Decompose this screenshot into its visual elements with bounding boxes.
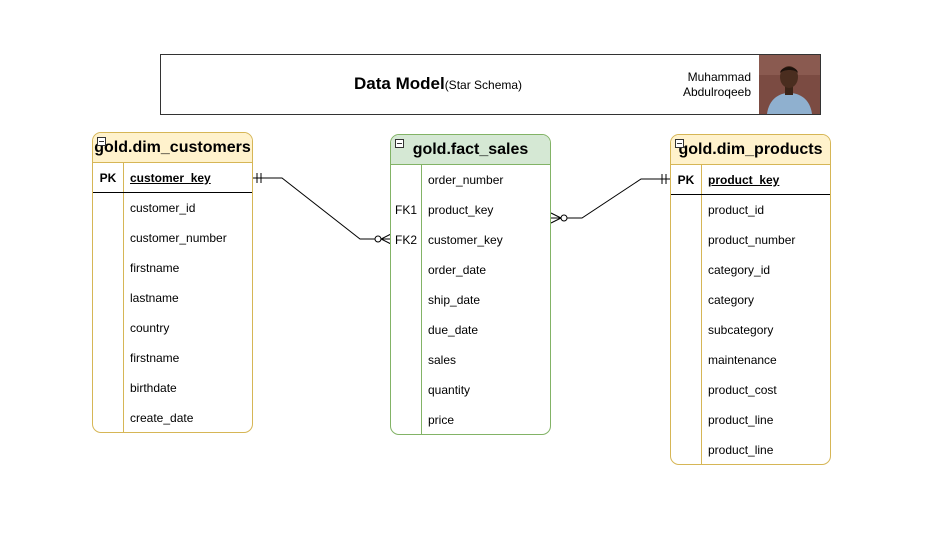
field-name: country [130, 321, 170, 335]
collapse-icon[interactable] [97, 137, 106, 146]
field-row[interactable]: due_date [391, 315, 550, 345]
diagram-title: Data Model(Star Schema) [354, 74, 523, 93]
field-row[interactable]: customer_number [93, 223, 252, 253]
author-last-name: Abdulroqeeb [682, 85, 751, 99]
field-row[interactable]: product_line [671, 405, 830, 435]
column-divider [421, 165, 422, 434]
diagram-subtitle: (Star Schema) [444, 78, 523, 92]
field-name: customer_id [130, 201, 196, 215]
entity-dim-products[interactable]: gold.dim_products PK product_key product… [670, 134, 831, 465]
field-row[interactable]: ship_date [391, 285, 550, 315]
field-row[interactable]: firstname [93, 253, 252, 283]
fact-customer-zero-mark [374, 235, 382, 243]
fact-product-zero-mark [560, 214, 568, 222]
entity-title: gold.dim_products [678, 141, 823, 158]
entity-header[interactable]: gold.dim_customers [93, 133, 252, 163]
field-row[interactable]: category_id [671, 255, 830, 285]
entity-dim-customers[interactable]: gold.dim_customers PK customer_key custo… [92, 132, 253, 433]
entity-body: PK customer_key customer_id customer_num… [93, 163, 252, 432]
pk-label: PK [99, 171, 117, 185]
field-name: ship_date [428, 293, 481, 307]
field-name: product_line [708, 443, 774, 457]
field-name: order_date [428, 263, 487, 277]
field-row[interactable]: category [671, 285, 830, 315]
collapse-icon[interactable] [395, 139, 404, 148]
field-name: birthdate [130, 381, 177, 395]
field-row[interactable]: maintenance [671, 345, 830, 375]
key-label: FK1 [394, 203, 417, 217]
field-row[interactable]: order_date [391, 255, 550, 285]
entity-fact-sales[interactable]: gold.fact_sales order_number FK1 product_… [390, 134, 551, 435]
entity-title: gold.fact_sales [412, 141, 529, 158]
field-row[interactable]: quantity [391, 375, 550, 405]
column-divider [123, 163, 124, 432]
field-name: firstname [130, 261, 180, 275]
author-photo [759, 55, 820, 114]
customers-to-fact-line [252, 177, 391, 240]
field-name: customer_number [130, 231, 227, 245]
field-name: product_key [428, 203, 494, 217]
field-row[interactable]: FK2 customer_key [391, 225, 550, 255]
pk-field: customer_key [130, 171, 211, 185]
fact-product-many-mark [550, 212, 562, 224]
field-row[interactable]: customer_id [93, 193, 252, 223]
primary-key-row[interactable]: PK customer_key [93, 163, 252, 193]
field-row[interactable]: product_number [671, 225, 830, 255]
entity-body: PK product_key product_id product_number… [671, 165, 830, 464]
field-name: category [708, 293, 755, 307]
field-name: product_cost [708, 383, 777, 397]
field-name: subcategory [708, 323, 774, 337]
field-name: product_number [708, 233, 796, 247]
field-row[interactable]: sales [391, 345, 550, 375]
field-row[interactable]: FK1 product_key [391, 195, 550, 225]
field-name: category_id [708, 263, 771, 277]
field-row[interactable]: country [93, 313, 252, 343]
field-row[interactable]: subcategory [671, 315, 830, 345]
field-row[interactable]: birthdate [93, 373, 252, 403]
field-name: firstname [130, 351, 180, 365]
field-name: order_number [428, 173, 504, 187]
field-row[interactable]: create_date [93, 403, 252, 432]
field-name: product_line [708, 413, 774, 427]
author-first-name: Muhammad [687, 70, 751, 84]
field-row[interactable]: product_id [671, 195, 830, 225]
field-name: create_date [130, 411, 194, 425]
key-label: FK2 [394, 233, 417, 247]
field-name: maintenance [708, 353, 777, 367]
primary-key-row[interactable]: PK product_key [671, 165, 830, 195]
entity-title: gold.dim_customers [94, 139, 251, 156]
entity-header[interactable]: gold.dim_products [671, 135, 830, 165]
field-name: quantity [428, 383, 471, 397]
field-name: customer_key [428, 233, 503, 247]
field-row[interactable]: firstname [93, 343, 252, 373]
field-row[interactable]: product_cost [671, 375, 830, 405]
field-name: price [428, 413, 455, 427]
field-row[interactable]: price [391, 405, 550, 434]
author-name: Muhammad Abdulroqeeb [683, 70, 751, 100]
field-row[interactable]: order_number [391, 165, 550, 195]
field-row[interactable]: product_line [671, 435, 830, 464]
column-divider [701, 165, 702, 464]
field-name: due_date [428, 323, 479, 337]
title-banner: Data Model(Star Schema) Muhammad Abdulro… [160, 54, 821, 115]
products-to-fact-line [551, 178, 671, 219]
pk-field: product_key [708, 173, 780, 187]
field-name: lastname [130, 291, 179, 305]
entity-header[interactable]: gold.fact_sales [391, 135, 550, 165]
collapse-icon[interactable] [675, 139, 684, 148]
field-name: sales [428, 353, 457, 367]
pk-label: PK [677, 173, 695, 187]
field-row[interactable]: lastname [93, 283, 252, 313]
field-name: product_id [708, 203, 765, 217]
entity-body: order_number FK1 product_key FK2 customer_… [391, 165, 550, 434]
fact-customer-many-mark [380, 233, 392, 245]
